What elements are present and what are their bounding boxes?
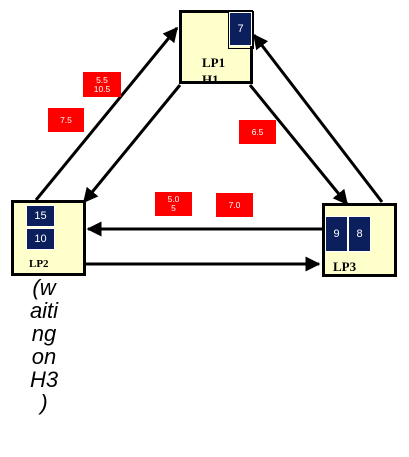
tag-top-left-line2: 10.5	[93, 83, 111, 94]
arrow-lp1-to-lp2	[82, 84, 182, 204]
tag-bottom-left: 5.0 5	[155, 192, 192, 216]
note-line-1: (w	[32, 275, 56, 300]
node-label-lp3: LP3	[333, 259, 357, 274]
token-lp3-1: 9	[325, 216, 348, 252]
note-line-5: H3	[29, 367, 59, 392]
arrow-lp3-to-lp1	[252, 33, 384, 203]
token-frame-lp1	[228, 11, 254, 49]
arrow-lp1-to-lp3	[248, 84, 349, 206]
tag-bottom-left-line1: 5.0	[167, 194, 180, 204]
node-label-lp1: LP1	[202, 55, 226, 70]
token-lp1: 7	[229, 12, 252, 46]
tag-left-mid: 7.5	[48, 108, 84, 132]
tag-top-right: 6.5	[239, 120, 276, 144]
token-lp2-2: 10	[26, 228, 55, 250]
tag-top-left-line1: 5.5	[96, 74, 108, 85]
waiting-note: (w aiti ng on H3 )	[22, 276, 66, 414]
token-lp3-2: 8	[348, 216, 371, 252]
tag-bottom-left-line2: 5	[171, 203, 176, 213]
tag-top-left: 5.5 10.5	[83, 72, 121, 97]
note-line-4: on	[31, 344, 57, 369]
tag-bottom-right: 7.0	[216, 193, 253, 217]
token-lp2-1: 15	[26, 205, 55, 227]
note-line-6: )	[40, 390, 48, 415]
note-line-3: ng	[31, 321, 57, 346]
node-label-lp1-h1: H1	[202, 73, 219, 83]
note-line-2: aiti	[29, 298, 59, 323]
node-label-lp2: LP2	[29, 258, 49, 270]
arrow-lp2-to-lp1	[34, 26, 179, 201]
